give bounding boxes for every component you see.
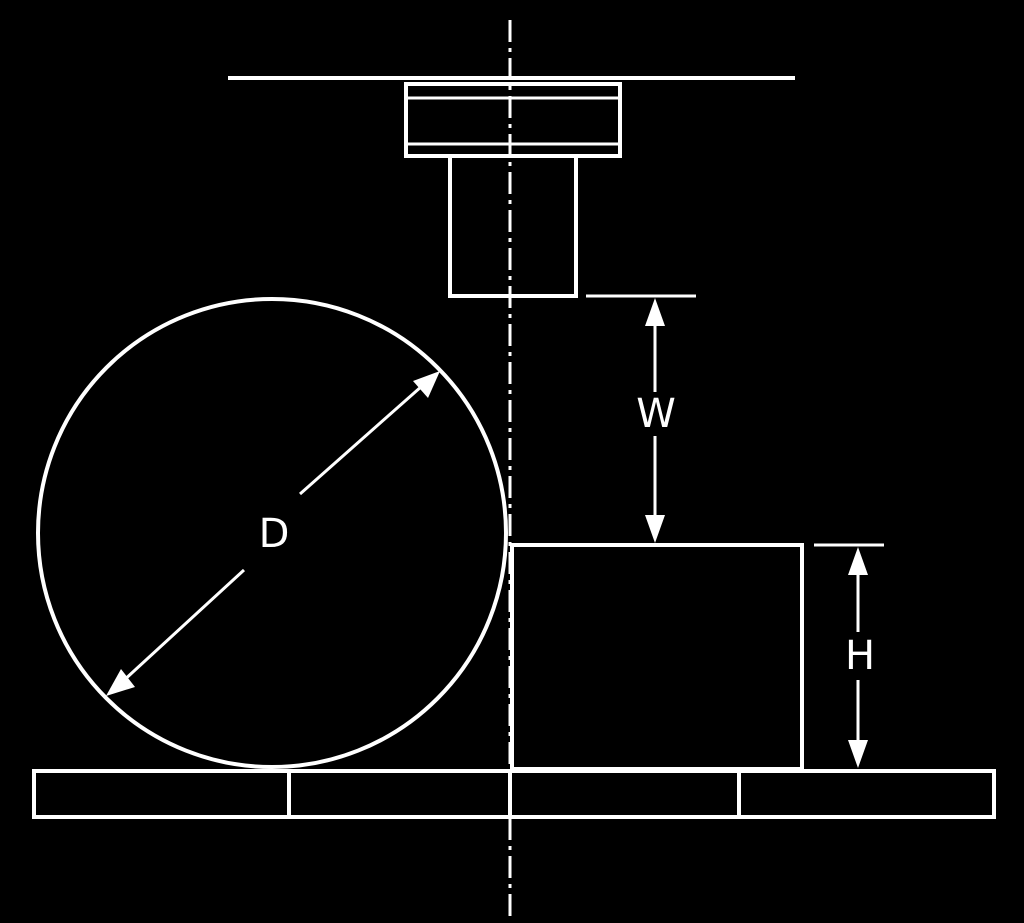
round-workpiece (36, 297, 508, 769)
base-plate (32, 769, 996, 819)
diameter-dimension (106, 371, 440, 696)
gap-label: W (636, 391, 676, 437)
punch-shank (448, 154, 578, 298)
diameter-arrow-upper (413, 371, 440, 398)
diameter-arrow-lower (106, 669, 135, 696)
gap-dimension (645, 298, 665, 543)
height-arrow-down (848, 740, 868, 768)
gap-arrow-up (645, 298, 665, 326)
diameter-label: D (259, 511, 290, 557)
block-workpiece (510, 543, 804, 771)
height-arrow-up (848, 547, 868, 575)
height-label: H (845, 633, 875, 679)
gap-arrow-down (645, 515, 665, 543)
height-dimension (848, 547, 868, 768)
punch-head (404, 82, 622, 158)
